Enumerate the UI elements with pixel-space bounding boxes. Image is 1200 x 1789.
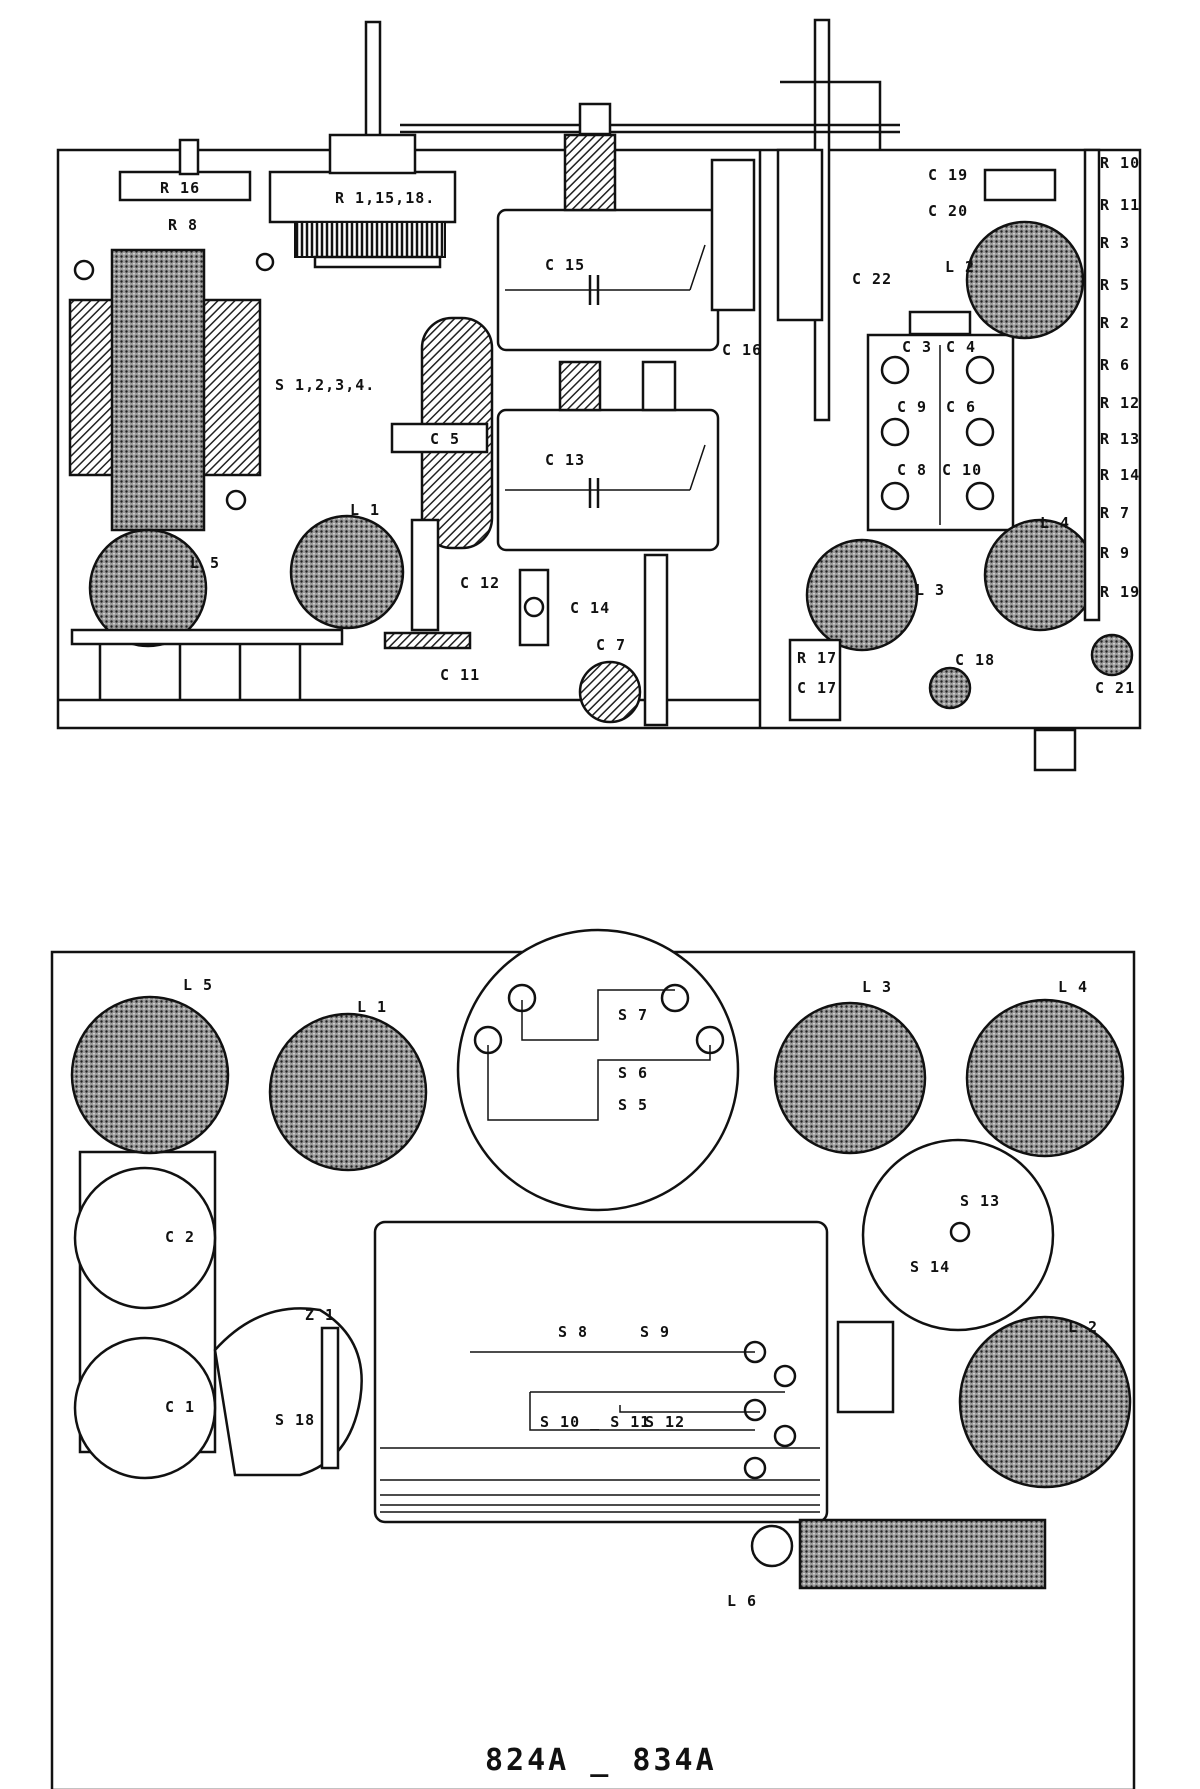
label-r2: R 2: [1100, 314, 1130, 332]
top-view: R 16 R 8 R 1,15,18. S 1,2,3,4. L 5 L 1 C…: [56, 18, 1142, 772]
capacitor-c12: [410, 518, 440, 632]
label-r6: R 6: [1100, 356, 1130, 374]
label-r17: R 17: [797, 649, 837, 667]
label-r8: R 8: [168, 216, 198, 234]
label-s10-s11: S 10 _ S 11: [540, 1413, 650, 1431]
capacitor-c19: [983, 168, 1057, 202]
capacitor-c16: [710, 158, 756, 312]
shaft-left: [364, 20, 382, 154]
label-c4: C 4: [946, 338, 976, 356]
label-r9: R 9: [1100, 544, 1130, 562]
label-c10: C 10: [942, 461, 982, 479]
label-c8: C 8: [897, 461, 927, 479]
label-l4-bottom: L 4: [1058, 978, 1088, 996]
switch-s13-s14: [861, 1138, 1055, 1332]
coil-l3-bottom: [773, 1001, 927, 1155]
label-c16: C 16: [722, 341, 762, 359]
label-c17: C 17: [797, 679, 837, 697]
resistor-r16: [118, 170, 252, 202]
label-c2: C 2: [165, 1228, 195, 1246]
capacitor-c13: [496, 408, 720, 552]
label-r7: R 7: [1100, 504, 1130, 522]
switch-s18: [213, 1307, 363, 1477]
label-c12: C 12: [460, 574, 500, 592]
label-s6: S 6: [618, 1064, 648, 1082]
label-r3: R 3: [1100, 234, 1130, 252]
label-r10: R 10: [1100, 154, 1140, 172]
capacitor-c21: [1090, 633, 1134, 677]
coil-l5-top: [88, 528, 208, 648]
label-r16: R 16: [160, 179, 200, 197]
label-z1: Z 1: [305, 1306, 335, 1324]
label-r11: R 11: [1100, 196, 1140, 214]
resistor-strip: [1083, 148, 1101, 622]
label-r1-15-18: R 1,15,18.: [335, 189, 435, 207]
label-l1-top: L 1: [350, 501, 380, 519]
label-c6: C 6: [946, 398, 976, 416]
label-s5: S 5: [618, 1096, 648, 1114]
coil-l4-top: [983, 518, 1097, 632]
label-l3-top: L 3: [915, 581, 945, 599]
coil-l3-top: [805, 538, 919, 652]
label-s1234: S 1,2,3,4.: [275, 376, 375, 394]
label-r13: R 13: [1100, 430, 1140, 448]
coil-l4-bottom: [965, 998, 1125, 1158]
bottom-view: L 5 L 1 L 3 L 4 L 2 S 7 S 6 S 5 C 2 C 1 …: [50, 928, 1136, 1789]
label-c11: C 11: [440, 666, 480, 684]
coil-l1-bottom: [268, 1012, 428, 1172]
label-s9: S 9: [640, 1323, 670, 1341]
coil-l5-bottom: [70, 995, 230, 1155]
coil-l2-bottom: [958, 1315, 1132, 1489]
capacitor-c22: [776, 148, 824, 322]
label-s8: S 8: [558, 1323, 588, 1341]
label-c5: C 5: [430, 430, 460, 448]
capacitor-c2: [73, 1166, 217, 1310]
label-c21: C 21: [1095, 679, 1135, 697]
coil-l1-top: [289, 514, 405, 630]
label-c19: C 19: [928, 166, 968, 184]
coil-l2-top: [965, 220, 1085, 340]
model-caption: 824A _ 834A: [485, 1743, 717, 1778]
label-l6: L 6: [727, 1592, 757, 1610]
label-c20: C 20: [928, 202, 968, 220]
label-c3: C 3: [902, 338, 932, 356]
capacitor-c18: [928, 666, 972, 710]
label-c1: C 1: [165, 1398, 195, 1416]
capacitor-c7: [578, 660, 642, 724]
label-c9: C 9: [897, 398, 927, 416]
label-s7: S 7: [618, 1006, 648, 1024]
label-c13: C 13: [545, 451, 585, 469]
label-s18: S 18: [275, 1411, 315, 1429]
label-c22: C 22: [852, 270, 892, 288]
label-c18: C 18: [955, 651, 995, 669]
label-s14: S 14: [910, 1258, 950, 1276]
label-c15: C 15: [545, 256, 585, 274]
label-l2-top: L 2: [945, 258, 975, 276]
coil-l6: [750, 1524, 794, 1568]
label-l2-bottom: L 2: [1068, 1318, 1098, 1336]
label-s13: S 13: [960, 1192, 1000, 1210]
label-l4-top: L 4: [1040, 514, 1070, 532]
label-r12: R 12: [1100, 394, 1140, 412]
band-switch-s8-s12: [373, 1220, 829, 1524]
label-l5-bottom: L 5: [183, 976, 213, 994]
label-l3-bottom: L 3: [862, 978, 892, 996]
label-s12: S 12: [645, 1413, 685, 1431]
label-r19: R 19: [1100, 583, 1140, 601]
label-r5: R 5: [1100, 276, 1130, 294]
label-c14: C 14: [570, 599, 610, 617]
label-l1-bottom: L 1: [357, 998, 387, 1016]
label-l5-top: L 5: [190, 554, 220, 572]
label-r14: R 14: [1100, 466, 1140, 484]
resistor-r17: [788, 638, 842, 722]
capacitor-c1: [73, 1336, 217, 1480]
capacitor-c15: [496, 208, 720, 352]
label-c7: C 7: [596, 636, 626, 654]
